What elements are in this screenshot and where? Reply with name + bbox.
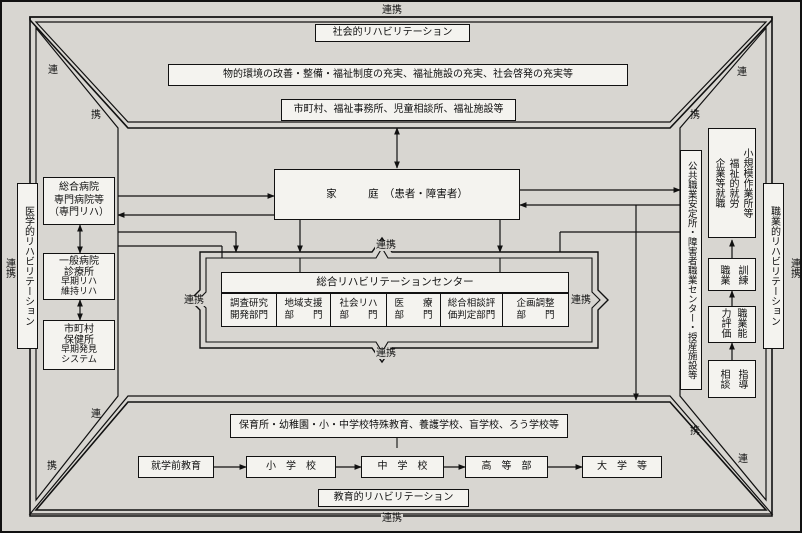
dept-research: 調査研究開発部門 bbox=[221, 293, 277, 327]
stage-elementary: 小 学 校 bbox=[246, 456, 336, 478]
dept-consultation-evaluation: 総合相談評価判定部門 bbox=[440, 293, 503, 327]
dept-medical: 医 療部 門 bbox=[386, 293, 441, 327]
dept-social-rehab: 社会リハ部 門 bbox=[330, 293, 387, 327]
vocational-rehab-box: 職業的リハビリテーション bbox=[763, 183, 784, 349]
general-hospital-box: 総合病院 専門病院等 （専門リハ） bbox=[43, 177, 115, 225]
stage-university: 大 学 等 bbox=[582, 456, 662, 478]
corner-label-tr-1: 連 bbox=[737, 67, 747, 78]
dept-planning: 企画調整部 門 bbox=[502, 293, 569, 327]
education-rehab-box: 教育的リハビリテーション bbox=[318, 489, 469, 507]
top-linkage-label: 連携 bbox=[381, 5, 403, 16]
dept-community-support: 地域支援部 門 bbox=[276, 293, 331, 327]
corner-label-tl-2: 携 bbox=[91, 110, 101, 121]
corner-label-br-1: 連 bbox=[738, 454, 748, 465]
outer-octagon bbox=[29, 16, 773, 517]
social-rehab-box: 社会的リハビリテーション bbox=[315, 24, 470, 42]
medical-rehab-box: 医学的リハビリテーション bbox=[17, 183, 38, 349]
schools-box: 保育所・幼稚園・小・中学校特殊教育、養護学校、盲学校、ろう学校等 bbox=[230, 414, 568, 438]
public-employment-box: 公共職業安定所・障害者職業センター・授産施設等 bbox=[680, 150, 702, 390]
top-trapezoid bbox=[29, 16, 773, 129]
vocational-training-box: 職業 訓練 bbox=[708, 258, 756, 291]
municipal-welfare-box: 市町村、福祉事務所、児童相談所、福祉施設等 bbox=[281, 99, 516, 121]
environment-improvement-box: 物的環境の改善・整備・福祉制度の充実、福祉施設の充実、社会啓発の充実等 bbox=[168, 64, 628, 86]
stage-high-school: 高 等 部 bbox=[465, 456, 548, 478]
bottom-trapezoid bbox=[34, 401, 768, 511]
center-linkage-right: 連携 bbox=[570, 295, 592, 306]
clinic-box: 一般病院 診療所 早期リハ 維持リハ bbox=[43, 253, 115, 300]
corner-label-bl-2: 携 bbox=[47, 461, 57, 472]
corner-label-br-2: 携 bbox=[690, 426, 700, 437]
center-linkage-top: 連携 bbox=[375, 240, 397, 251]
right-linkage-label: 連携 bbox=[788, 258, 800, 278]
left-linkage-label: 連携 bbox=[3, 258, 15, 278]
home-box: 家 庭 （患者・障害者） bbox=[274, 169, 520, 220]
bottom-linkage-label: 連携 bbox=[381, 513, 403, 524]
employment-box: 企業等就職 福祉的就労 小規模作業所等 bbox=[708, 128, 756, 238]
corner-label-bl-1: 連 bbox=[91, 409, 101, 420]
health-center-box: 市町村 保健所 早期発見 システム bbox=[43, 320, 115, 370]
ability-evaluation-box: 職業能力評価 bbox=[708, 306, 756, 343]
corner-label-tr-2: 携 bbox=[690, 110, 700, 121]
stage-junior-high: 中 学 校 bbox=[361, 456, 444, 478]
consultation-guidance-box: 相談 指導 bbox=[708, 360, 756, 398]
center-linkage-left: 連携 bbox=[183, 295, 205, 306]
comprehensive-rehab-center-title: 総合リハビリテーションセンター bbox=[221, 272, 569, 293]
stage-preschool: 就学前教育 bbox=[138, 456, 214, 478]
center-linkage-bottom: 連携 bbox=[375, 348, 397, 359]
corner-label-tl-1: 連 bbox=[48, 65, 58, 76]
